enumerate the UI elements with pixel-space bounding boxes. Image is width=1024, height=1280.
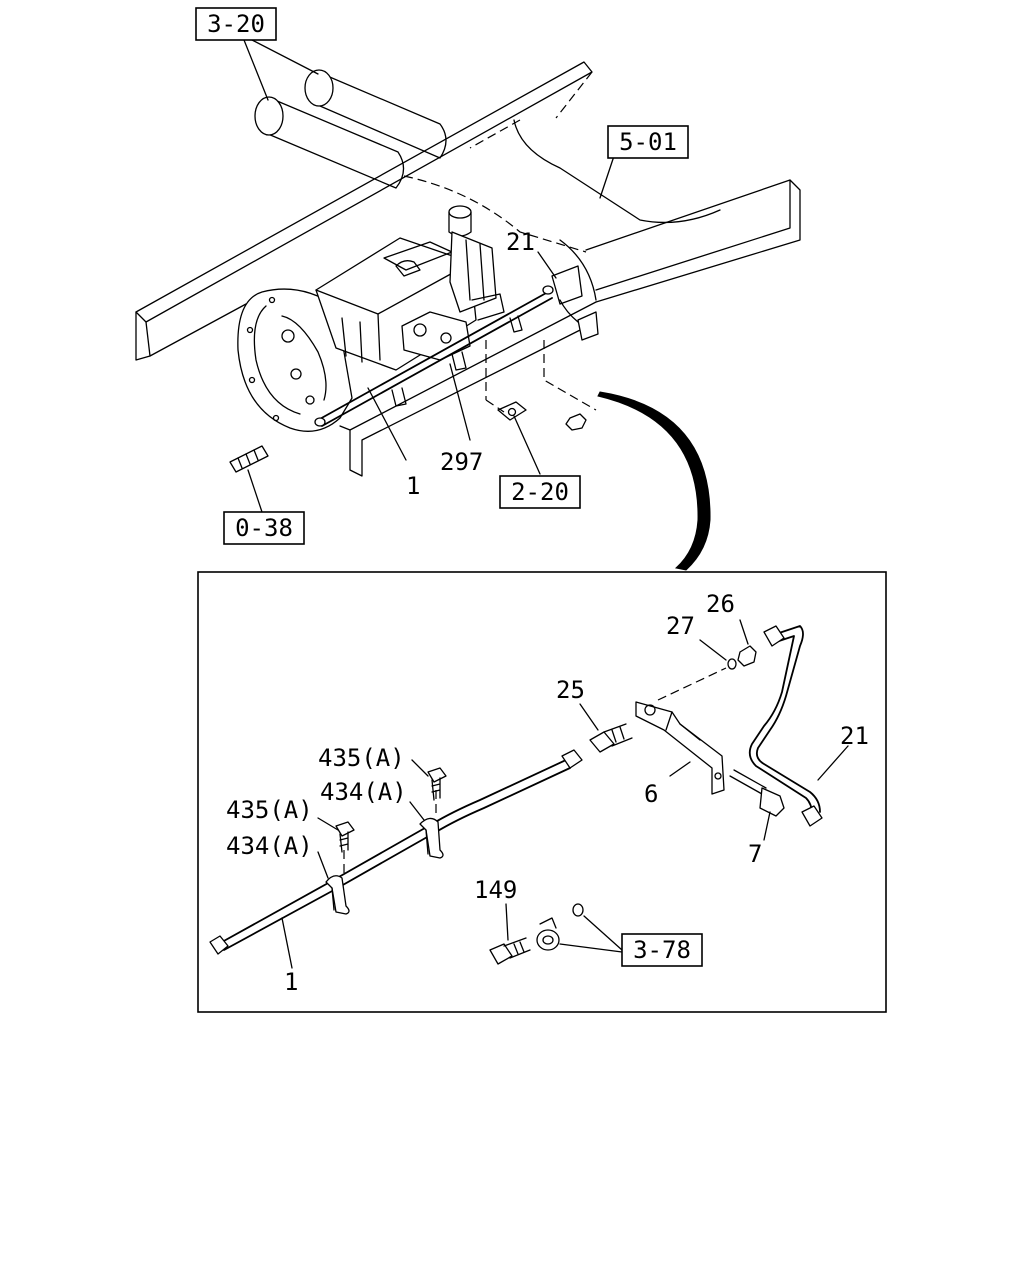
bolt-149 [489, 937, 531, 965]
ref-label-0-38: 0-38 [235, 514, 293, 542]
detail-pointer-arrow [597, 391, 711, 571]
callout-434a-upper: 434(A) [320, 778, 407, 806]
callout-overview-1: 1 [406, 472, 420, 500]
ref-label-5-01: 5-01 [619, 128, 677, 156]
ref-box-2-20[interactable]: 2-20 [499, 475, 581, 509]
callout-435a-upper: 435(A) [318, 744, 405, 772]
union-25 [589, 723, 633, 753]
ref-label-3-20: 3-20 [207, 10, 265, 38]
bracket-6 [635, 701, 725, 795]
ref-box-0-38[interactable]: 0-38 [223, 511, 305, 545]
callout-149: 149 [474, 876, 517, 904]
callout-21: 21 [840, 722, 869, 750]
callout-435a-lower: 435(A) [226, 796, 313, 824]
bolt-435a-upper [427, 767, 447, 801]
callout-434a-lower: 434(A) [226, 832, 313, 860]
callout-26: 26 [706, 590, 735, 618]
detail-illustration [209, 619, 849, 969]
overview-pipe [314, 265, 599, 427]
frame-rails [135, 61, 801, 477]
ref-box-3-78[interactable]: 3-78 [621, 933, 703, 967]
detail-frame [197, 571, 887, 1013]
ref-box-3-20[interactable]: 3-20 [195, 7, 277, 41]
callout-25: 25 [556, 676, 585, 704]
overview-illustration [135, 39, 801, 571]
clamp-434a-upper [419, 817, 444, 859]
detail-leaders [281, 619, 849, 969]
ref-box-5-01[interactable]: 5-01 [607, 125, 689, 159]
nut-26 [737, 645, 757, 667]
fitting-3-78 [536, 903, 584, 951]
callout-7: 7 [748, 840, 762, 868]
ref-label-2-20: 2-20 [511, 478, 569, 506]
washer-27 [727, 658, 737, 670]
clamp-434a-lower [325, 875, 350, 915]
callout-6: 6 [644, 780, 658, 808]
overview-leaders [243, 39, 615, 513]
bolt-7 [729, 769, 785, 817]
overview-small-parts [229, 401, 587, 473]
pipe-21 [748, 625, 823, 827]
bolt-435a-lower [335, 821, 355, 853]
callout-overview-21: 21 [506, 228, 535, 256]
fuel-tanks [254, 69, 447, 189]
detail-guide-lines [343, 667, 727, 876]
transmission [237, 205, 505, 432]
callout-1: 1 [284, 968, 298, 996]
callout-27: 27 [666, 612, 695, 640]
overview-guide-lines [485, 340, 597, 413]
callout-overview-297: 297 [440, 448, 483, 476]
ref-label-3-78: 3-78 [633, 936, 691, 964]
